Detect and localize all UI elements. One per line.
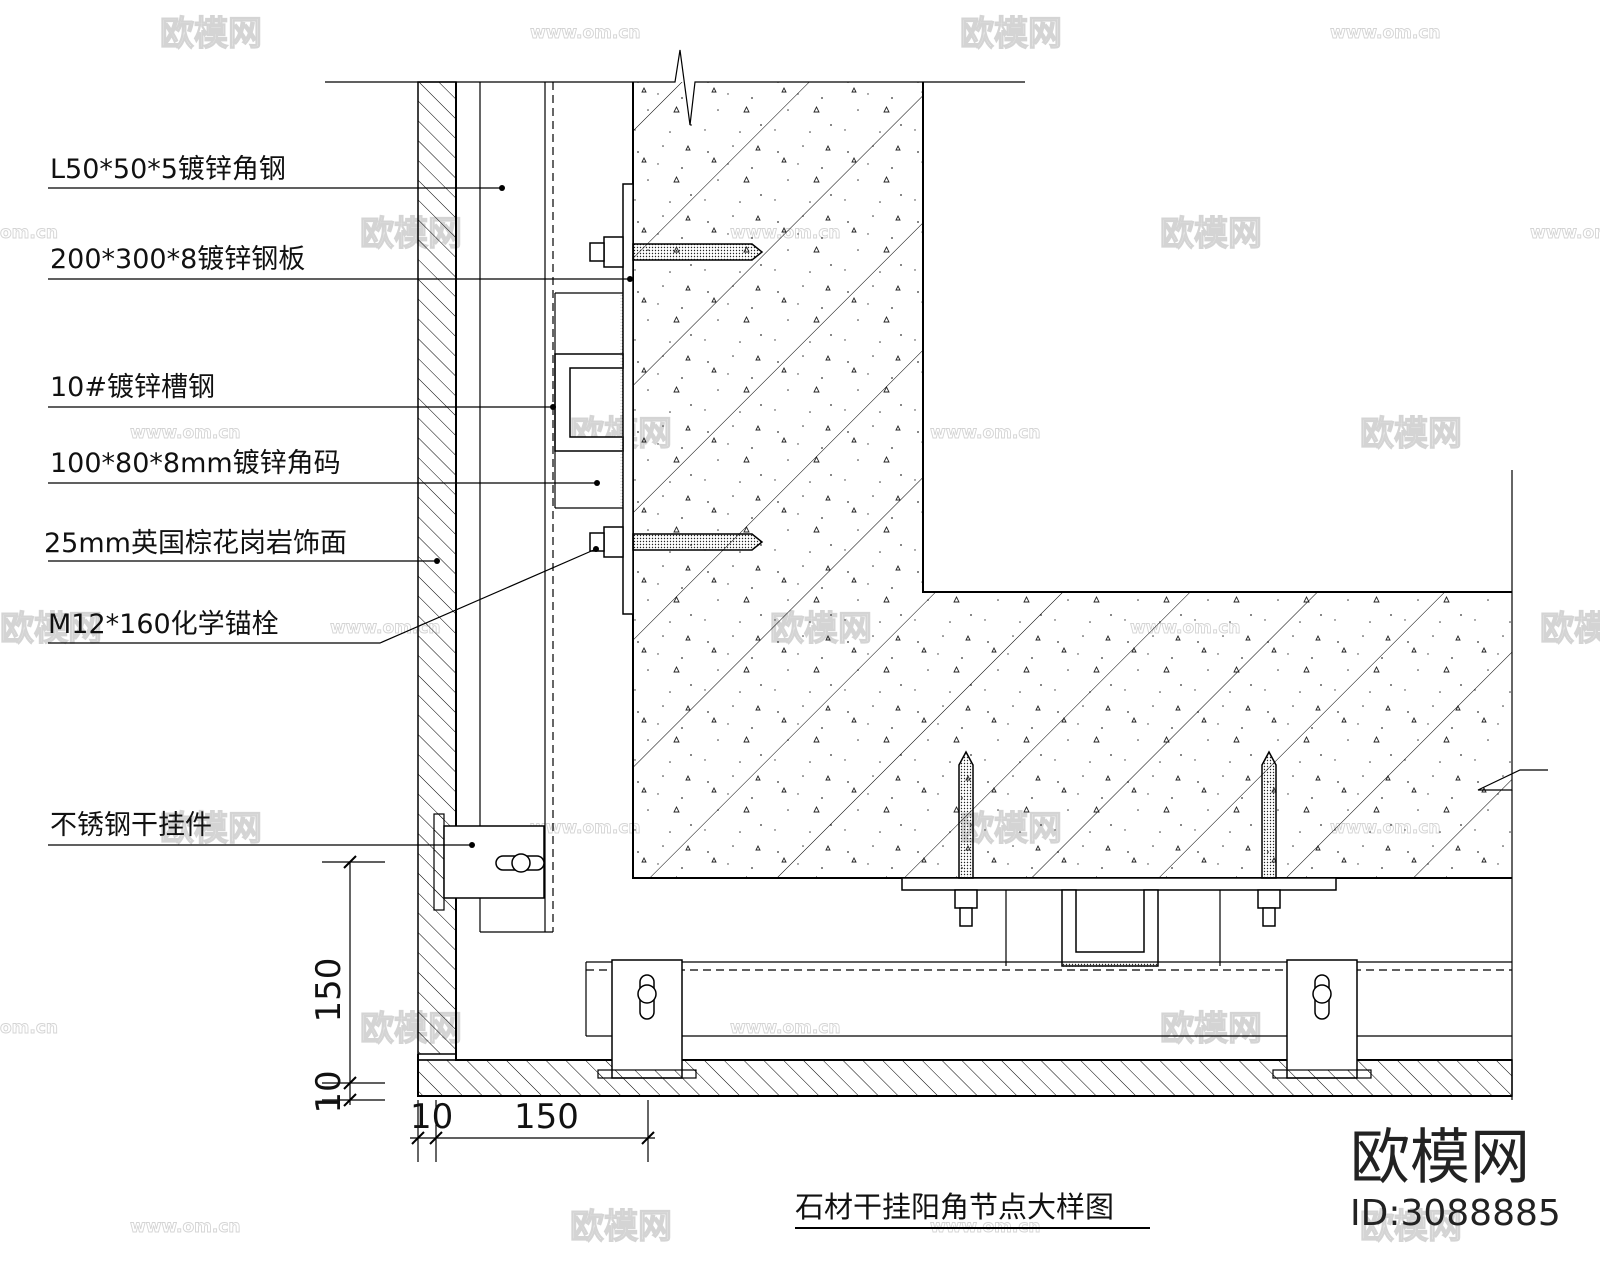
watermark-text: 欧模网: [570, 1207, 672, 1247]
bottom-connection: [585, 750, 1512, 1079]
vertical-angle-steel: [479, 82, 554, 933]
drawing-title: 石材干挂阳角节点大样图: [795, 1190, 1150, 1229]
watermark-url: www.om.cn: [130, 423, 241, 443]
label-angle-code: 100*80*8mm镀锌角码: [50, 448, 341, 479]
brand-name: 欧模网: [1350, 1123, 1530, 1193]
left-connection: [554, 183, 764, 615]
watermark-text: 欧模网: [1160, 214, 1262, 254]
brand-id: ID:3088885: [1350, 1193, 1561, 1234]
watermark-url: www.om.cn: [130, 1217, 241, 1237]
watermark-text: 欧模网: [1360, 1207, 1462, 1247]
concrete-column: [325, 49, 1548, 1100]
watermark-text: 欧模网: [160, 14, 262, 54]
dim-horizontal-10: 10: [410, 1097, 453, 1137]
watermark-text: 欧模网: [1540, 609, 1600, 649]
watermark-text: 欧模网: [960, 14, 1062, 54]
watermark-url: www.om.cn: [330, 618, 441, 638]
label-anchor-bolt: M12*160化学锚栓: [48, 609, 279, 640]
watermark-url: om.cn: [0, 1018, 58, 1038]
label-channel-steel: 10#镀锌槽钢: [50, 372, 215, 403]
annotation-labels: L50*50*5镀锌角钢 200*300*8镀锌钢板 10#镀锌槽钢 100*8…: [44, 154, 633, 848]
granite-facing: [417, 81, 1513, 1097]
watermark-text: 欧模网: [160, 809, 262, 849]
watermark-url: www.om.cn: [530, 23, 641, 43]
watermark-url: om.cn: [0, 223, 58, 243]
label-angle-steel: L50*50*5镀锌角钢: [50, 154, 286, 185]
label-hanger: 不锈钢干挂件: [50, 810, 212, 841]
brand-stamp: 欧模网 ID:3088885: [1350, 1123, 1561, 1234]
label-steel-plate: 200*300*8镀锌钢板: [50, 244, 305, 275]
watermark-url: www.om.cn: [930, 423, 1041, 443]
watermark-text: 欧模网: [1360, 414, 1462, 454]
dim-vertical-10: 10: [309, 1070, 349, 1113]
dim-horizontal-150: 150: [514, 1097, 579, 1137]
watermark-url: www.om.cn: [1330, 23, 1441, 43]
dim-vertical-150: 150: [309, 958, 349, 1023]
watermark-url: www.om.cn: [1530, 223, 1600, 243]
watermark-url: www.om.cn: [730, 1018, 841, 1038]
dimensions: 150 10 10 150: [309, 855, 655, 1162]
label-granite: 25mm英国棕花岗岩饰面: [44, 528, 347, 559]
stainless-hanger: [433, 813, 545, 911]
title-text: 石材干挂阳角节点大样图: [795, 1190, 1114, 1224]
watermark-url: www.om.cn: [530, 818, 641, 838]
watermark-text: 欧模网: [1160, 1009, 1262, 1049]
